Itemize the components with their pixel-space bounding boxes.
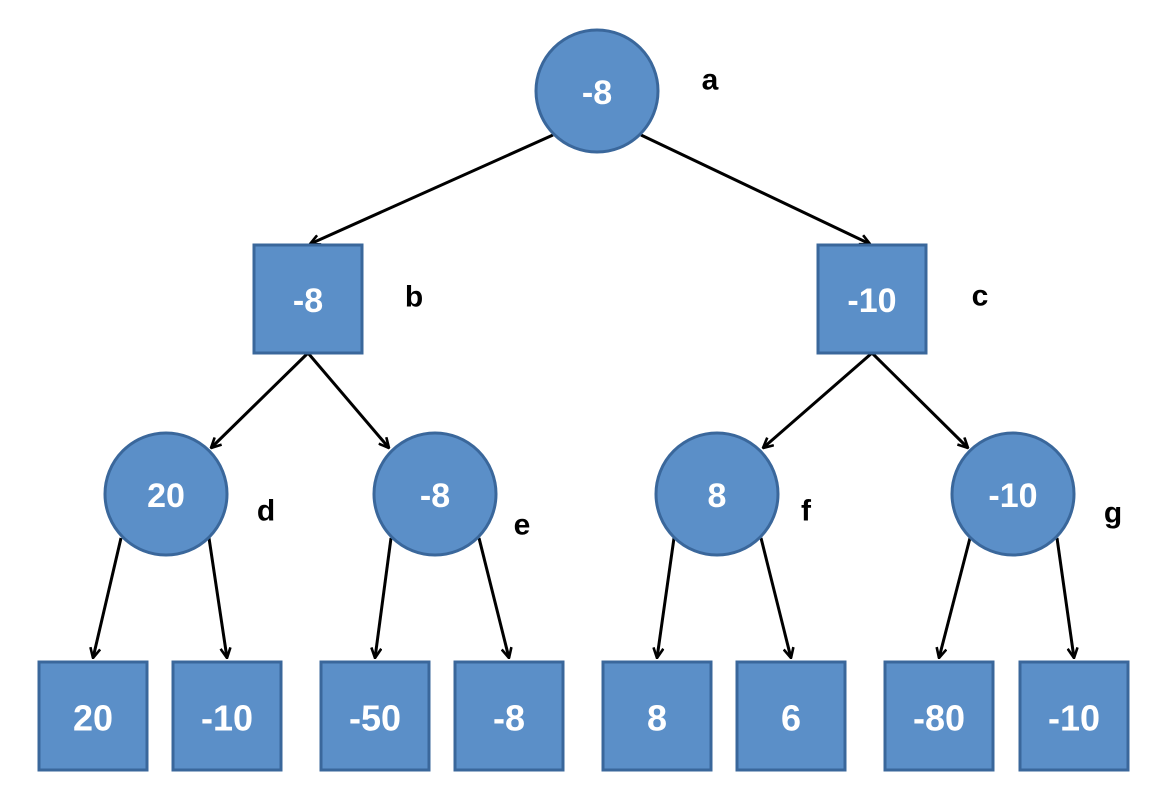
edge-g-l8 bbox=[1055, 537, 1074, 658]
leaf-square bbox=[453, 660, 565, 772]
node-value: -8 bbox=[582, 74, 612, 112]
node-label-d: d bbox=[257, 495, 275, 528]
leaf-square bbox=[171, 660, 283, 772]
node-label-a: a bbox=[702, 64, 719, 97]
node-b: -8 b bbox=[252, 243, 423, 355]
node-value: -8 bbox=[420, 477, 450, 515]
node-value: -10 bbox=[1048, 698, 1100, 739]
edge-e-l4 bbox=[477, 537, 509, 658]
leaf-square bbox=[319, 660, 431, 772]
leaf-node-l1: 20 bbox=[37, 660, 149, 772]
node-label-b: b bbox=[405, 281, 423, 314]
leaf-node-l5: 8 bbox=[601, 660, 713, 772]
edge-g-l7 bbox=[939, 537, 972, 658]
node-value: 8 bbox=[647, 698, 667, 739]
node-g: -10 g bbox=[950, 431, 1122, 557]
edge-c-f bbox=[763, 351, 873, 448]
leaf-node-l3: -50 bbox=[319, 660, 431, 772]
leaf-square bbox=[1018, 660, 1130, 772]
edge-d-l2 bbox=[207, 537, 227, 658]
node-value: -8 bbox=[293, 282, 323, 320]
max-node-circle bbox=[103, 431, 229, 557]
node-label-f: f bbox=[801, 495, 812, 528]
node-e: -8 e bbox=[372, 431, 531, 557]
max-node-circle bbox=[372, 431, 498, 557]
node-value: -10 bbox=[988, 477, 1037, 515]
leaf-node-l6: 6 bbox=[735, 660, 847, 772]
node-value: 6 bbox=[781, 698, 801, 739]
node-c: -10 c bbox=[816, 243, 989, 355]
edge-a-c bbox=[640, 133, 870, 244]
leaf-square bbox=[601, 660, 713, 772]
node-label-e: e bbox=[514, 509, 531, 542]
edge-f-l6 bbox=[759, 537, 791, 658]
leaf-node-l8: -10 bbox=[1018, 660, 1130, 772]
max-node-circle bbox=[654, 431, 780, 557]
min-node-square bbox=[252, 243, 364, 355]
edge-b-d bbox=[211, 351, 310, 448]
node-value: -10 bbox=[201, 698, 253, 739]
leaf-square bbox=[883, 660, 995, 772]
edge-e-l3 bbox=[375, 537, 393, 658]
node-value: -80 bbox=[913, 698, 965, 739]
edge-c-g bbox=[870, 351, 968, 448]
node-value: -50 bbox=[349, 698, 401, 739]
max-node-circle bbox=[950, 431, 1076, 557]
leaf-node-l4: -8 bbox=[453, 660, 565, 772]
edge-f-l5 bbox=[657, 537, 676, 658]
node-d: 20 d bbox=[103, 431, 275, 557]
node-value: 20 bbox=[147, 477, 185, 515]
leaf-square bbox=[735, 660, 847, 772]
node-value: -8 bbox=[493, 698, 525, 739]
edge-d-l1 bbox=[93, 537, 123, 658]
node-value: 8 bbox=[708, 477, 727, 515]
leaf-node-l7: -80 bbox=[883, 660, 995, 772]
node-label-g: g bbox=[1104, 497, 1122, 530]
edge-a-b bbox=[310, 133, 554, 244]
min-node-square bbox=[816, 243, 928, 355]
node-value: 20 bbox=[73, 698, 113, 739]
max-node-circle bbox=[534, 28, 660, 154]
edges-layer bbox=[93, 133, 1074, 658]
edge-b-e bbox=[306, 352, 389, 448]
node-a: -8 a bbox=[534, 28, 719, 154]
node-label-c: c bbox=[972, 280, 989, 313]
leaf-square bbox=[37, 660, 149, 772]
leaf-node-l2: -10 bbox=[171, 660, 283, 772]
node-value: -10 bbox=[847, 282, 896, 320]
